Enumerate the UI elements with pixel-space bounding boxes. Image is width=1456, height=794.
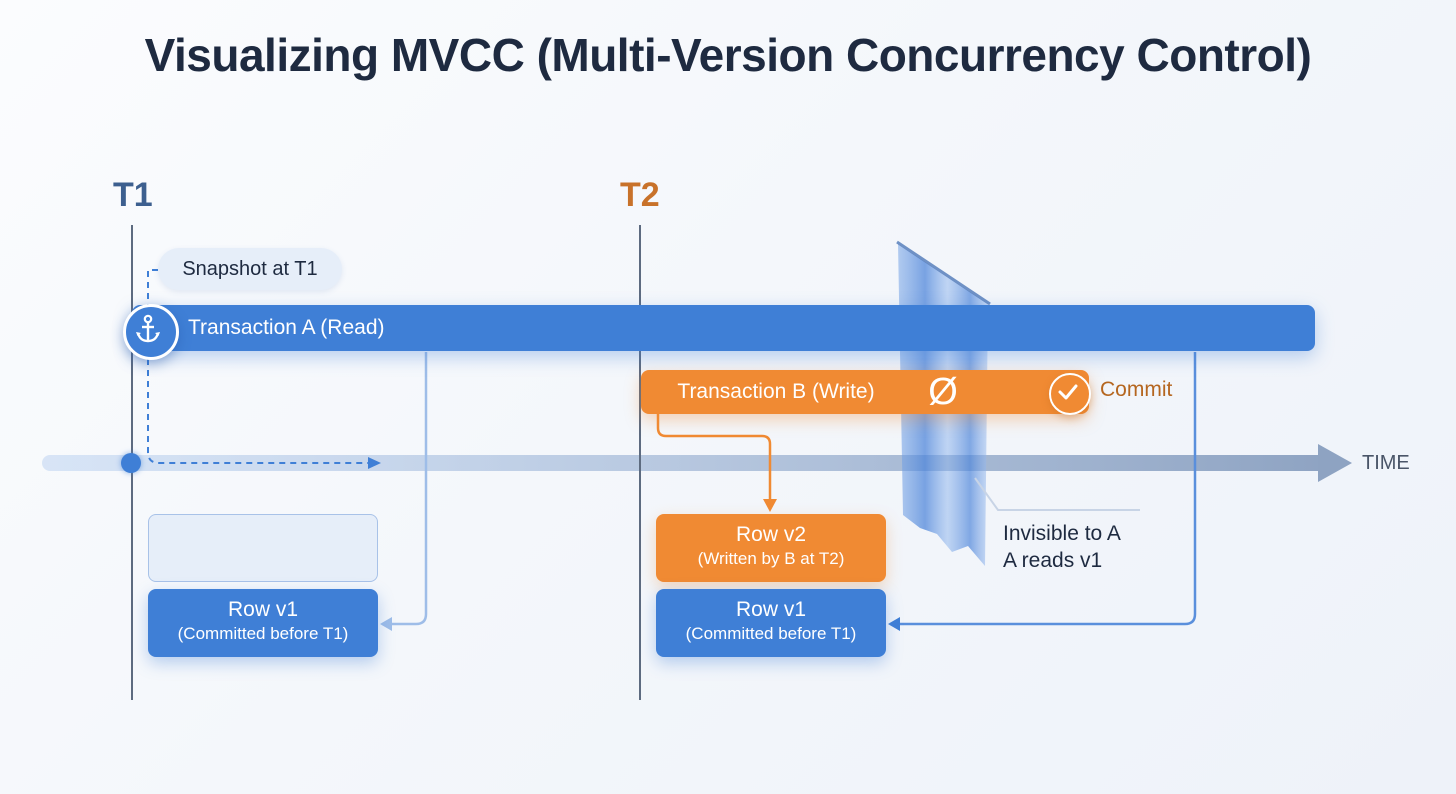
read-path-left-arrowhead bbox=[380, 617, 392, 631]
row-v1-t1-box: Row v1 (Committed before T1) bbox=[148, 589, 378, 657]
page-title: Visualizing MVCC (Multi-Version Concurre… bbox=[144, 29, 1312, 81]
transaction-a-bar bbox=[132, 305, 1315, 351]
write-path-arrowhead bbox=[763, 499, 777, 512]
blocked-symbol: Ø bbox=[928, 371, 958, 413]
t2-label: T2 bbox=[620, 176, 660, 214]
snapshot-arrowhead bbox=[368, 457, 381, 469]
read-path-right-arrowhead bbox=[888, 617, 900, 631]
row-v2-subtitle: (Written by B at T2) bbox=[697, 549, 845, 568]
visibility-note-line2: A reads v1 bbox=[1003, 549, 1103, 572]
t2-vertical-line bbox=[639, 225, 641, 700]
visibility-note: Invisible to A A reads v1 bbox=[1003, 520, 1121, 574]
write-path bbox=[656, 414, 772, 500]
time-axis bbox=[42, 455, 1332, 471]
time-axis-arrowhead bbox=[1318, 444, 1352, 482]
check-icon bbox=[1049, 373, 1091, 415]
row-v1-t2-box: Row v1 (Committed before T1) bbox=[656, 589, 886, 657]
row-v1-subtitle: (Committed before T1) bbox=[685, 624, 857, 643]
row-v1-subtitle: (Committed before T1) bbox=[177, 624, 349, 643]
note-pointer-line bbox=[974, 477, 1140, 511]
anchor-icon bbox=[123, 304, 179, 360]
t1-time-marker bbox=[121, 453, 141, 473]
snapshot-label: Snapshot at T1 bbox=[158, 248, 342, 290]
read-path-left bbox=[392, 352, 428, 626]
curtain-rod bbox=[896, 240, 991, 306]
transaction-b-bar bbox=[641, 370, 1089, 414]
commit-label: Commit bbox=[1100, 378, 1173, 401]
row-v1-title: Row v1 bbox=[735, 598, 807, 621]
row-v2-box: Row v2 (Written by B at T2) bbox=[656, 514, 886, 582]
empty-version-slot bbox=[148, 514, 378, 582]
row-v1-title: Row v1 bbox=[227, 598, 299, 621]
transaction-b-label: Transaction B (Write) bbox=[677, 380, 875, 403]
time-axis-label: TIME bbox=[1362, 452, 1410, 474]
t1-label: T1 bbox=[113, 176, 153, 214]
snapshot-dashed-connector bbox=[147, 269, 368, 464]
read-path-right bbox=[900, 352, 1197, 626]
visibility-note-line1: Invisible to A bbox=[1003, 522, 1121, 545]
transaction-a-label: Transaction A (Read) bbox=[188, 316, 385, 339]
row-v2-title: Row v2 bbox=[735, 523, 807, 546]
